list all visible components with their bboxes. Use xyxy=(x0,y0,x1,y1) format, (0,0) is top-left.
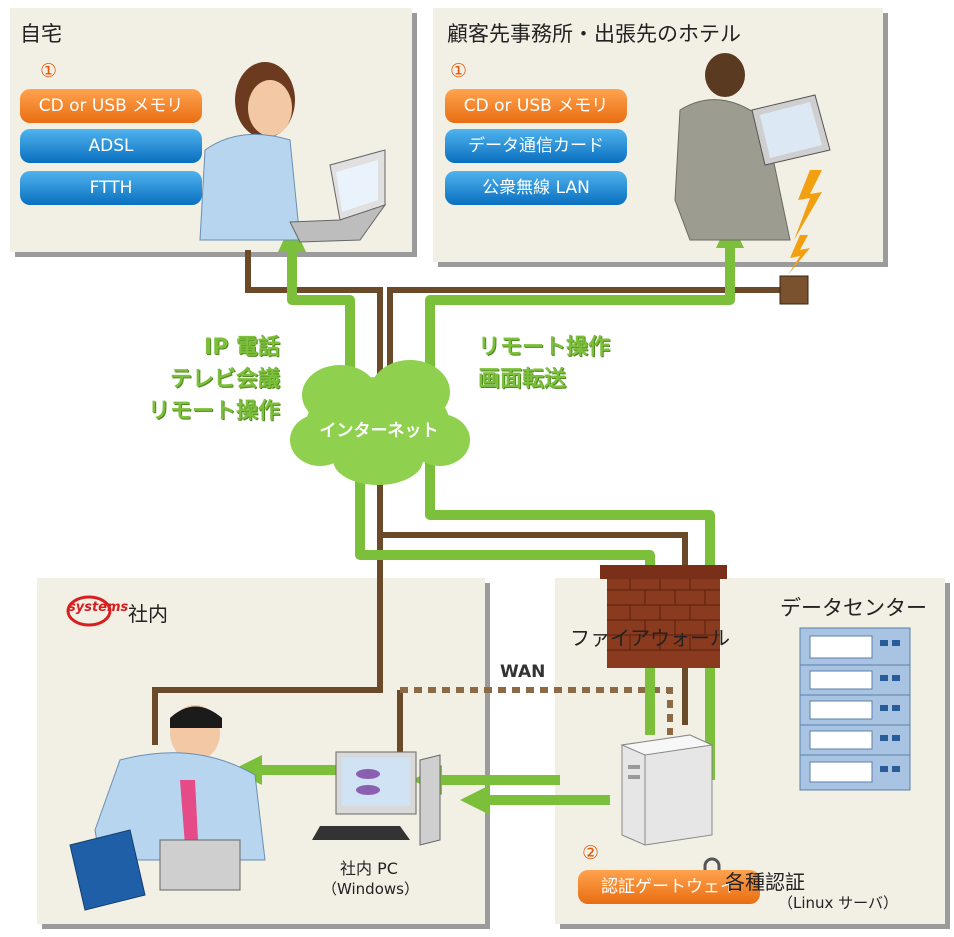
person-laptop-icon xyxy=(674,53,831,241)
hotel-marker: ① xyxy=(450,60,468,82)
hotel-option-datacard: データ通信カード xyxy=(445,129,627,163)
label-ip-phone: IP 電話 xyxy=(204,335,280,360)
right-service-labels: リモート操作 画面転送 xyxy=(478,332,648,396)
systems-logo-text: systems xyxy=(68,600,129,615)
home-marker: ① xyxy=(40,60,58,82)
firewall-brick-icon xyxy=(600,565,727,668)
pc-sub-label: （Windows） xyxy=(322,880,419,898)
label-remote-op-right: リモート操作 xyxy=(478,335,611,360)
office-person-icon xyxy=(69,705,266,911)
office-title: 社内 xyxy=(128,602,168,626)
firewall-label: ファイアウォール xyxy=(570,626,730,650)
brown-network-lines xyxy=(152,250,800,760)
arrow-left-server xyxy=(460,785,490,815)
cloud-icon xyxy=(290,360,470,485)
datacenter-marker: ② xyxy=(582,842,600,864)
gateway-label: 認証ゲートウェイ xyxy=(578,870,760,904)
label-screen-transfer: 画面転送 xyxy=(478,367,567,392)
server-rack-icon xyxy=(799,627,911,791)
pc-label: 社内 PC xyxy=(340,859,398,878)
lightning-icon xyxy=(794,170,822,240)
auth-label: 各種認証 xyxy=(725,870,805,894)
wan-dotted-line xyxy=(400,687,673,735)
home-option-usb: CD or USB メモリ xyxy=(20,89,202,123)
hotel-option-usb: CD or USB メモリ xyxy=(445,89,627,123)
hotel-title: 顧客先事務所・出張先のホテル xyxy=(447,22,741,46)
left-service-labels: IP 電話 テレビ会議 リモート操作 xyxy=(110,332,280,428)
outlet-box-icon xyxy=(779,275,809,305)
home-option-adsl: ADSL xyxy=(20,129,202,163)
hotel-option-wlan: 公衆無線 LAN xyxy=(445,171,627,205)
desktop-pc-icon xyxy=(312,751,441,846)
internet-label: インターネット xyxy=(319,421,439,441)
wan-label: WAN xyxy=(500,662,546,682)
home-option-ftth: FTTH xyxy=(20,171,202,205)
laptop-icon xyxy=(289,149,387,243)
home-title: 自宅 xyxy=(20,22,62,46)
datacenter-title: データセンター xyxy=(780,596,927,620)
label-remote-op-left: リモート操作 xyxy=(147,399,280,424)
tower-server-icon xyxy=(620,734,714,846)
green-network-lines xyxy=(260,245,735,805)
systems-logo-icon xyxy=(66,595,112,627)
person-phone-icon xyxy=(199,62,301,241)
label-tv-conference: テレビ会議 xyxy=(169,367,280,392)
auth-sub-label: （Linux サーバ） xyxy=(778,894,899,912)
